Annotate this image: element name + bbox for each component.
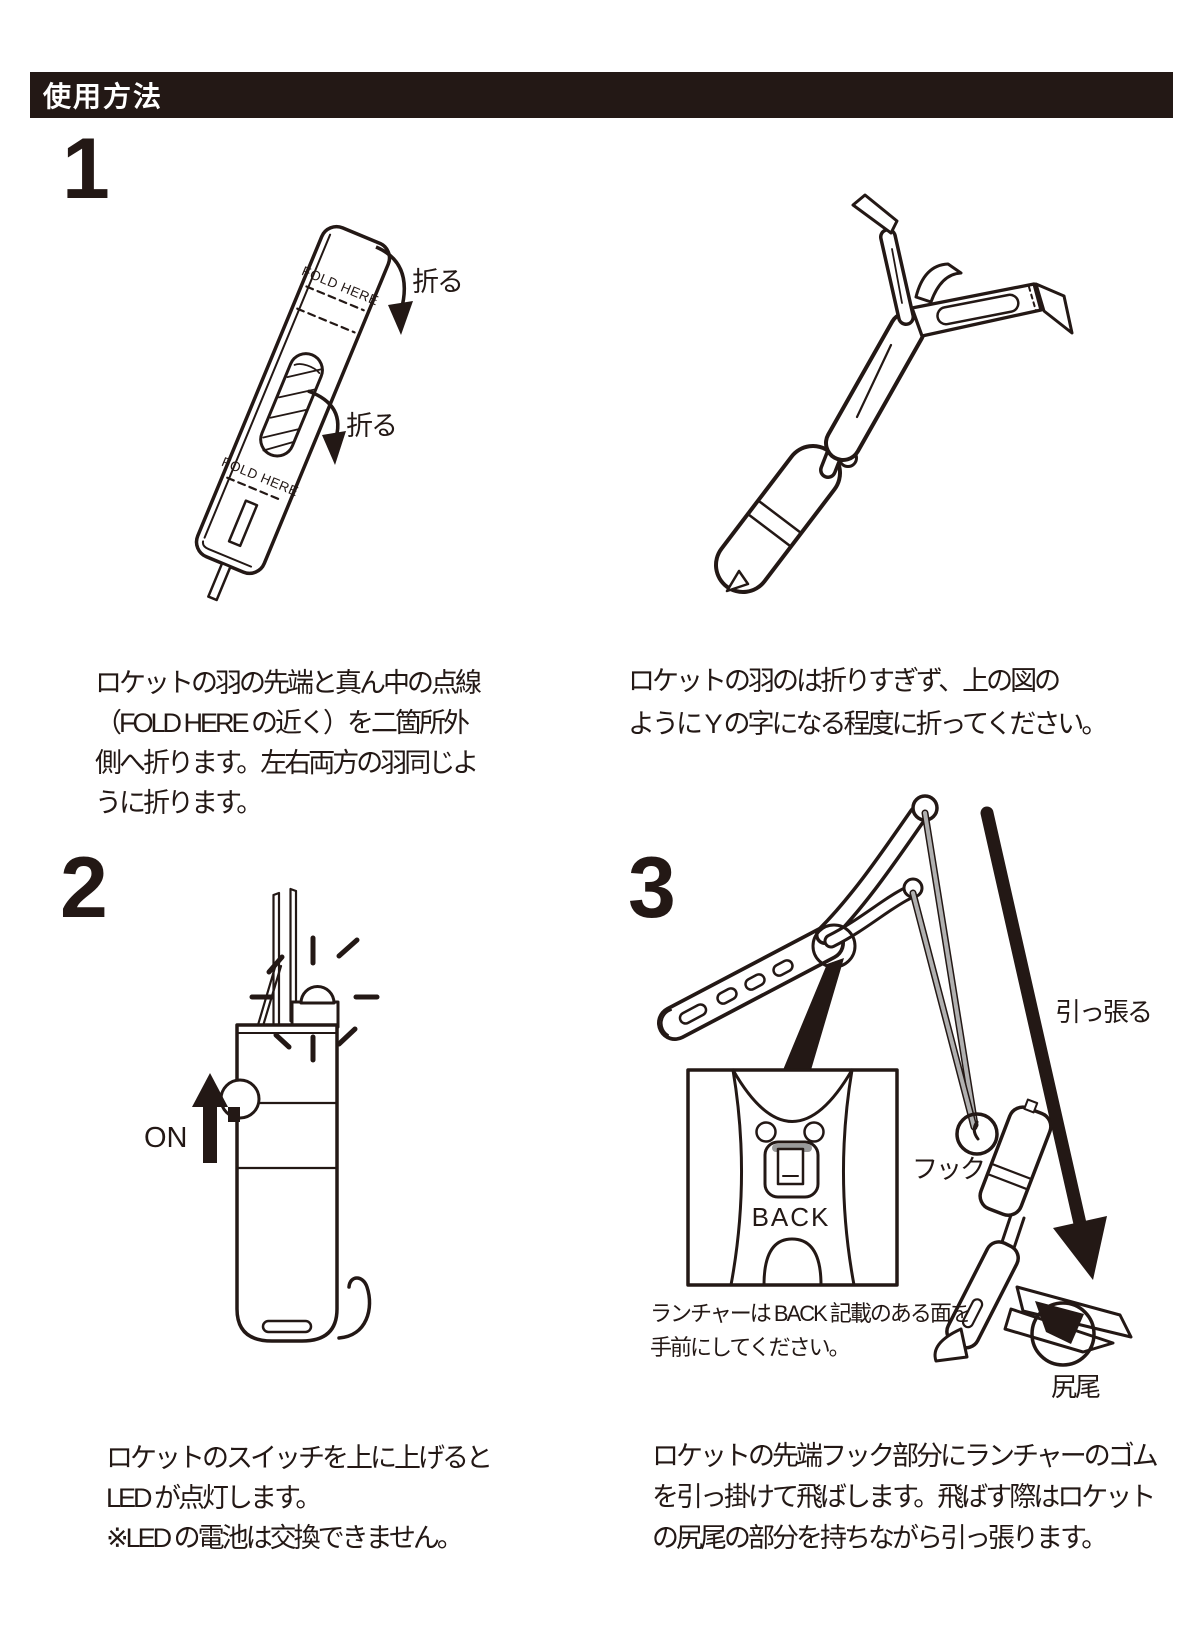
on-arrow-icon bbox=[192, 1073, 228, 1107]
on-label: ON bbox=[144, 1122, 188, 1154]
fold-label-bottom: 折る bbox=[346, 411, 396, 441]
caption-line: ロケットの先端フック部分にランチャーのゴム bbox=[652, 1441, 1159, 1471]
section-header-bar: 使用方法 bbox=[30, 72, 1173, 118]
caption-line: ロケットの羽の先端と真ん中の点線 bbox=[95, 668, 482, 698]
led-dome bbox=[299, 985, 336, 1005]
hook-callout-circle bbox=[955, 1112, 999, 1156]
pull-arrow-icon bbox=[980, 806, 1088, 1235]
caption-line: （FOLD HERE の近く）を二箇所外 bbox=[95, 708, 470, 738]
caption-line: を引っ掛けて飛ばします。飛ばす際はロケット bbox=[652, 1482, 1156, 1512]
caption-line: ように Y の字になる程度に折ってください。 bbox=[628, 709, 1108, 739]
step3-caption: ロケットの先端フック部分にランチャーのゴム を引っ掛けて飛ばします。飛ばす際はロ… bbox=[652, 1436, 1159, 1559]
fold-label-top: 折る bbox=[412, 267, 462, 297]
step1-flat-rocket-diagram: FOLD HERE FOLD HERE 折る 折る bbox=[194, 224, 464, 602]
step1-y-folded-rocket-diagram bbox=[714, 193, 1074, 594]
rubber-band bbox=[911, 891, 976, 1129]
step3-number: 3 bbox=[628, 840, 676, 936]
caption-line: LED が点灯します。 bbox=[106, 1483, 322, 1513]
pull-label: 引っ張る bbox=[1055, 997, 1151, 1027]
caption-line: ロケットの羽のは折りすぎず、上の図の bbox=[628, 666, 1061, 696]
tail-callout-circle bbox=[1030, 1301, 1096, 1367]
step1-caption-right: ロケットの羽のは折りすぎず、上の図の ように Y の字になる程度に折ってください… bbox=[628, 660, 1108, 746]
back-label: BACK bbox=[752, 1202, 831, 1232]
tail-label: 尻尾 bbox=[1051, 1372, 1100, 1402]
bottom-stick bbox=[207, 562, 232, 602]
tail-hook bbox=[337, 1276, 372, 1340]
caption-line: ロケットのスイッチを上に上げると bbox=[106, 1443, 493, 1473]
caption-line: 手前にしてください。 bbox=[650, 1335, 851, 1360]
caption-line: ※LED の電池は交換できません。 bbox=[106, 1523, 464, 1553]
rocket-body-side bbox=[978, 1105, 1053, 1217]
section-title: 使用方法 bbox=[43, 81, 164, 112]
step1-caption-left: ロケットの羽の先端と真ん中の点線 （FOLD HERE の近く）を二箇所外 側へ… bbox=[95, 663, 482, 823]
callout-pointer bbox=[783, 958, 844, 1070]
step2-rocket-led-diagram: ON bbox=[144, 887, 380, 1343]
step3-launcher-diagram: 引っ張る フック 尻尾 BACK bbox=[657, 794, 1153, 1402]
caption-line: 側へ折ります。左右両方の羽同じよ bbox=[95, 748, 479, 778]
rocket-body bbox=[235, 1023, 339, 1343]
rubber-band bbox=[923, 811, 977, 1127]
caption-line: ランチャーは BACK 記載のある面を bbox=[650, 1301, 972, 1326]
caption-line: の尻尾の部分を持ちながら引っ張ります。 bbox=[652, 1523, 1108, 1553]
caption-line: うに折ります。 bbox=[95, 788, 263, 818]
wing-stick-hatch-pill bbox=[259, 352, 324, 458]
step2-number: 2 bbox=[60, 840, 108, 936]
fold-arrow-top-icon bbox=[375, 245, 406, 312]
bottom-slot bbox=[227, 499, 259, 548]
step3-inset-caption: ランチャーは BACK 記載のある面を 手前にしてください。 bbox=[650, 1297, 972, 1365]
hook-tip bbox=[972, 1120, 980, 1141]
step1-number: 1 bbox=[62, 121, 110, 217]
switch-notch bbox=[228, 1107, 240, 1122]
hook-label: フック bbox=[912, 1154, 984, 1184]
step2-caption: ロケットのスイッチを上に上げると LED が点灯します。 ※LED の電池は交換… bbox=[106, 1438, 493, 1558]
